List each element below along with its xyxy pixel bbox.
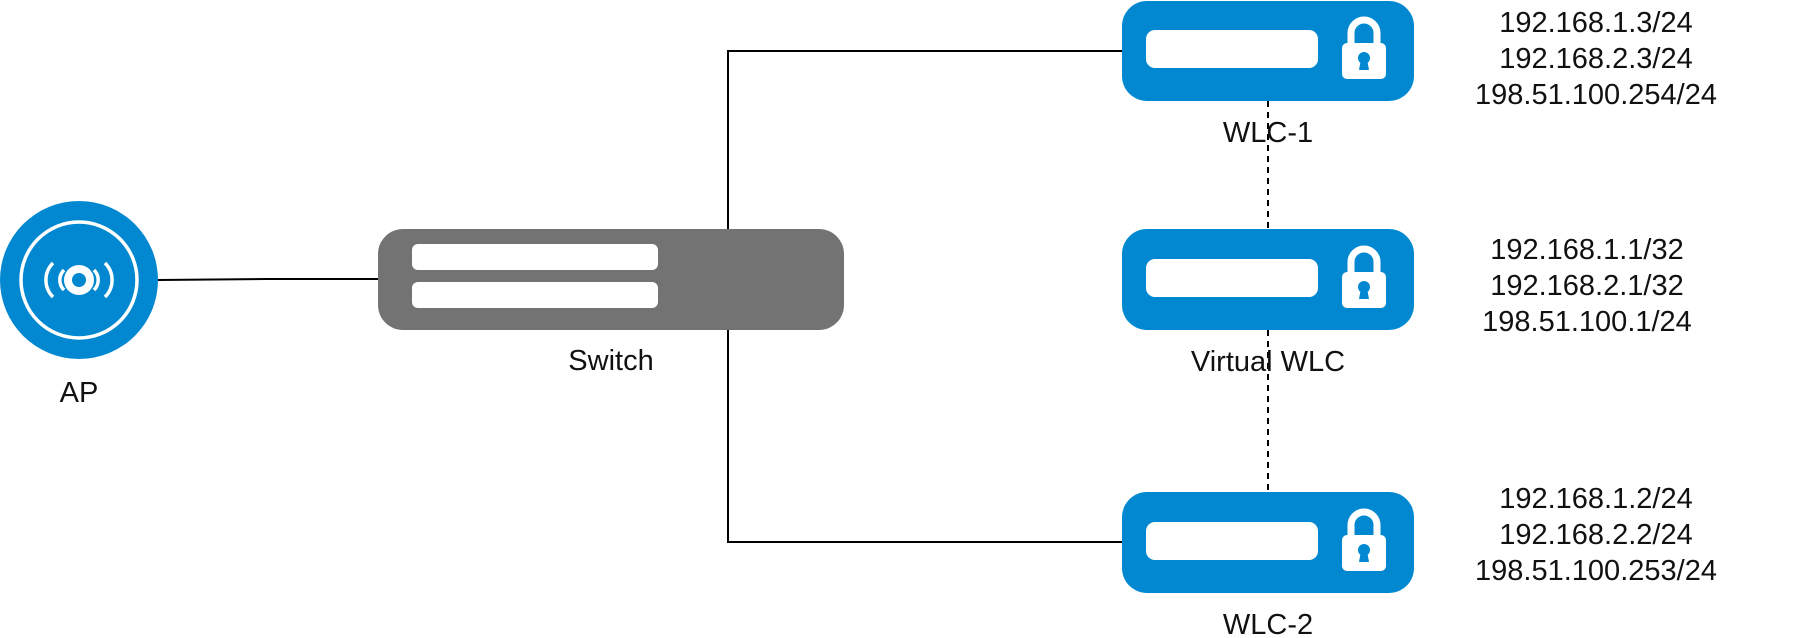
wlc2-label: WLC-2 [1223, 609, 1313, 638]
wlc1-ip: 198.51.100.254/24 [1475, 79, 1717, 111]
wlc2-ip: 192.168.2.2/24 [1499, 519, 1693, 551]
wlc1-label: WLC-1 [1223, 117, 1313, 149]
wlc2-ip-list: 192.168.1.2/24 192.168.2.2/24 198.51.100… [1475, 483, 1717, 587]
wlc2-ip: 198.51.100.253/24 [1475, 555, 1717, 587]
wlc1-ip: 192.168.1.3/24 [1499, 7, 1693, 39]
virtual-wlc-ip: 192.168.1.1/32 [1490, 234, 1684, 266]
virtual-wlc-label: Virtual WLC [1191, 346, 1345, 378]
wlc1-node[interactable]: WLC-1 192.168.1.3/24 192.168.2.3/24 198.… [1122, 1, 1717, 149]
ap-label: AP [60, 377, 99, 409]
switch-label: Switch [568, 345, 653, 377]
links [157, 50, 1269, 543]
wlc1-ip-list: 192.168.1.3/24 192.168.2.3/24 198.51.100… [1475, 7, 1717, 111]
link-switch-wlc2 [727, 329, 1122, 543]
link-ap-switch [157, 278, 378, 281]
virtual-wlc-ip-list: 192.168.1.1/32 192.168.2.1/32 198.51.100… [1482, 234, 1692, 338]
network-switch-icon [378, 229, 844, 330]
switch-node[interactable]: Switch [378, 229, 844, 377]
virtual-wlc-ip: 192.168.2.1/32 [1490, 270, 1684, 302]
virtual-wlc-node[interactable]: Virtual WLC 192.168.1.1/32 192.168.2.1/3… [1122, 229, 1692, 378]
secure-controller-icon [1122, 492, 1414, 593]
wireless-access-point-icon [0, 201, 158, 359]
secure-controller-icon [1122, 229, 1414, 330]
link-switch-wlc1 [727, 50, 1122, 229]
secure-controller-icon [1122, 1, 1414, 101]
virtual-wlc-ip: 198.51.100.1/24 [1482, 306, 1692, 338]
ap-node[interactable]: AP [0, 201, 158, 409]
wlc2-ip: 192.168.1.2/24 [1499, 483, 1693, 515]
wlc1-ip: 192.168.2.3/24 [1499, 43, 1693, 75]
wlc2-node[interactable]: WLC-2 192.168.1.2/24 192.168.2.2/24 198.… [1122, 483, 1717, 638]
